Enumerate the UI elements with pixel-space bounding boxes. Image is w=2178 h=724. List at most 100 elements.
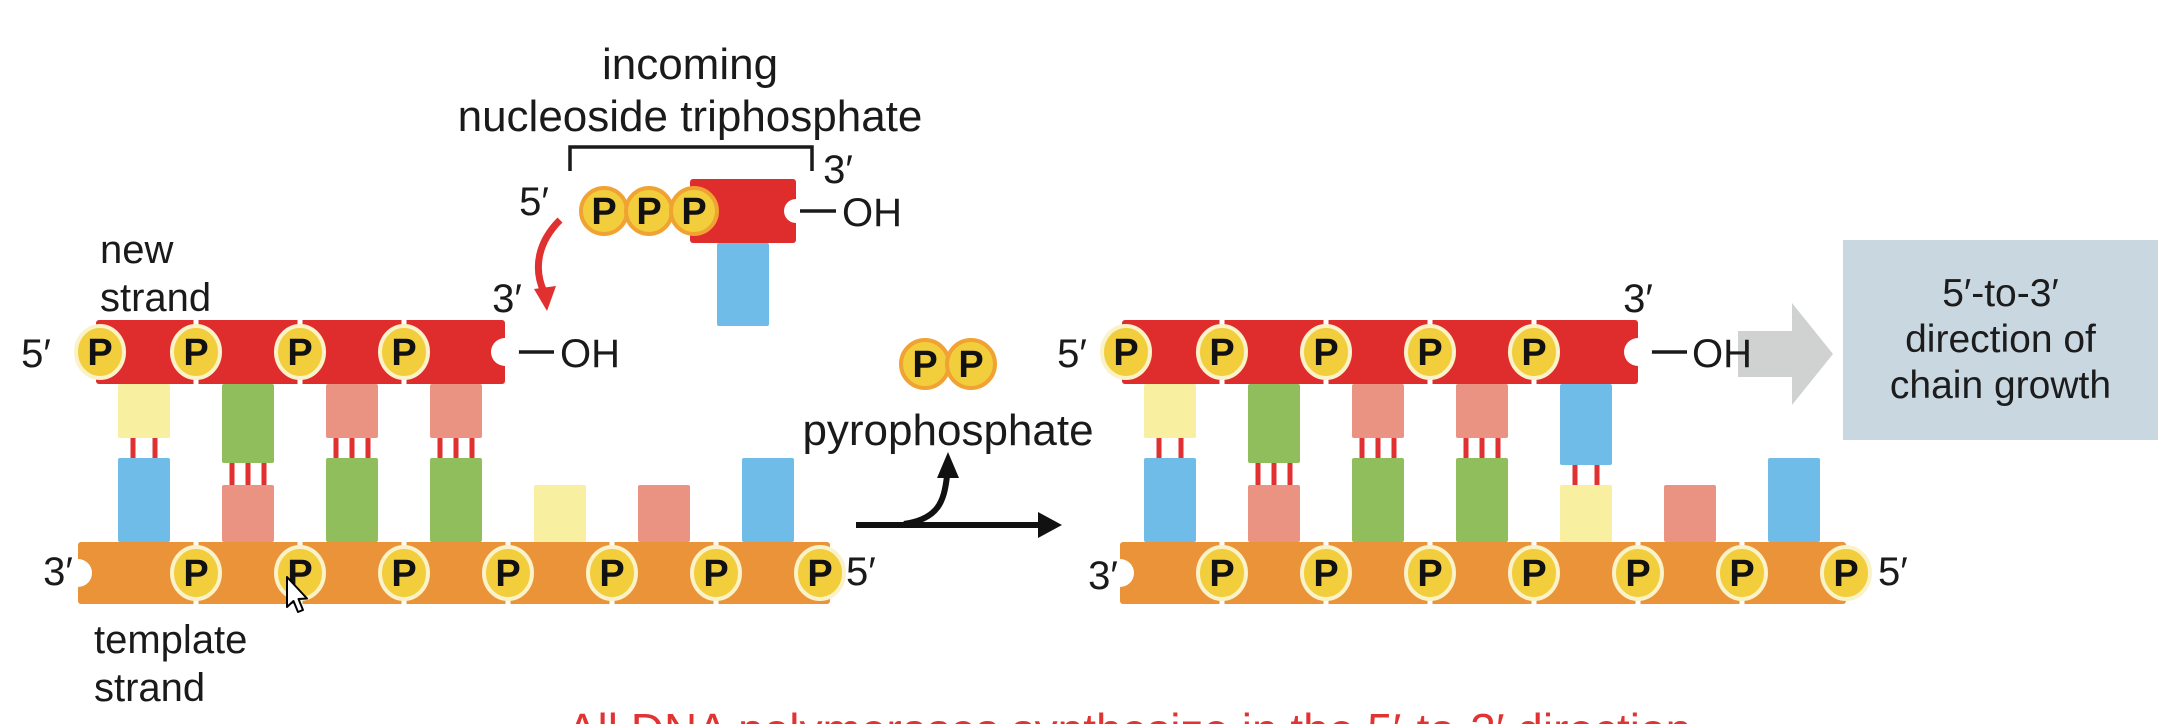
base-blue	[1768, 458, 1820, 542]
incoming-base-blue	[717, 243, 769, 326]
base-salmon	[1456, 384, 1508, 438]
incoming-phosphate-letter: P	[591, 191, 616, 233]
right-diagram	[1144, 350, 1820, 542]
left-new-strand-five-prime-label: 5′	[21, 332, 51, 376]
right-diagram-new-strand-phosphate-letter: P	[1521, 332, 1546, 374]
pyrophosphate-label: pyrophosphate	[802, 406, 1094, 455]
right-diagram-new-strand-phosphate-icon	[1404, 324, 1456, 380]
right-diagram-new-strand-phosphate-letter: P	[1113, 332, 1138, 374]
gray-direction-arrow	[1738, 303, 1833, 405]
incoming-phosphate-letter: P	[636, 191, 661, 233]
base-salmon	[1664, 485, 1716, 542]
base-blue	[1144, 458, 1196, 542]
left-diagram-template-strand-end-notch	[64, 559, 92, 587]
base-yellow	[1560, 485, 1612, 542]
pyrophosphate-phosphate-letter: P	[912, 344, 937, 386]
left-diagram-new-strand-phosphate-icon	[378, 324, 430, 380]
incoming-phosphate-letter: P	[681, 191, 706, 233]
base-yellow	[118, 384, 170, 438]
incoming-oh-label: OH	[842, 191, 902, 235]
direction-callout-box: 5′-to-3′ direction of chain growth	[1843, 240, 2158, 440]
pyrophosphate-phosphate-letter: P	[958, 344, 983, 386]
left-diagram-new-strand-phosphate-icon	[170, 324, 222, 380]
mouse-cursor-icon	[286, 576, 308, 613]
right-diagram-template-strand-phosphate-icon	[1612, 545, 1664, 601]
incoming-end-notch	[784, 199, 808, 223]
left-new-strand-three-prime-label: 3′	[492, 277, 522, 321]
left-diagram-new-strand-phosphate-letter: P	[87, 332, 112, 374]
base-green	[222, 384, 274, 463]
template-strand-label-line2: strand	[94, 666, 206, 710]
new-strand-label-line2: strand	[100, 276, 212, 320]
base-salmon	[638, 485, 690, 542]
left-diagram-template-strand-body	[78, 542, 830, 604]
base-salmon	[1352, 384, 1404, 438]
template-strand-label-line1: template	[94, 618, 248, 662]
left-diagram-new-strand-end-notch	[491, 338, 519, 366]
left-diagram-template-strand-phosphate-icon	[378, 545, 430, 601]
base-green	[1456, 458, 1508, 542]
base-yellow	[534, 485, 586, 542]
right-diagram-template-strand-phosphate-letter: P	[1625, 553, 1650, 595]
right-diagram-template-strand-phosphate-letter: P	[1209, 553, 1234, 595]
base-blue	[118, 458, 170, 542]
triphosphate-bracket	[568, 145, 814, 171]
red-transfer-arrow	[534, 217, 563, 294]
base-salmon	[222, 485, 274, 542]
right-diagram-new-strand-phosphate-icon	[1196, 324, 1248, 380]
right-diagram-new-strand-phosphate-icon	[1508, 324, 1560, 380]
base-green	[326, 458, 378, 542]
incoming-three-prime-label: 3′	[823, 148, 853, 192]
base-blue	[742, 458, 794, 542]
right-diagram-template-strand-phosphate-letter: P	[1521, 553, 1546, 595]
base-salmon	[430, 384, 482, 438]
incoming-five-prime-label: 5′	[519, 180, 549, 224]
incoming-sugar-block	[690, 179, 796, 243]
left-diagram-new-strand-phosphate-icon	[74, 324, 126, 380]
left-template-three-prime-label: 3′	[43, 550, 73, 594]
left-new-strand-oh-label: OH	[560, 332, 620, 376]
right-diagram-template-strand-phosphate-letter: P	[1729, 553, 1754, 595]
right-diagram-new-strand-phosphate-icon	[1300, 324, 1352, 380]
new-strand-label: new strand	[100, 226, 211, 322]
right-diagram-template-strand-end-notch	[1106, 559, 1134, 587]
left-diagram-new-strand-phosphate-letter: P	[183, 332, 208, 374]
base-green	[1352, 458, 1404, 542]
base-yellow	[1144, 384, 1196, 438]
left-diagram-template-strand-phosphate-letter: P	[183, 553, 208, 595]
right-diagram-template-strand-phosphate-icon	[1820, 545, 1872, 601]
callout-line3: chain growth	[1889, 364, 2112, 407]
left-diagram-template-strand-phosphate-icon	[794, 545, 846, 601]
base-blue	[1560, 384, 1612, 465]
right-diagram-template-strand-phosphate-icon	[1300, 545, 1352, 601]
base-green	[430, 458, 482, 542]
new-strand-label-line1: new	[100, 228, 174, 272]
pyrophosphate-phosphate-icon	[945, 338, 997, 390]
right-diagram-new-strand-body	[1122, 320, 1638, 384]
pyrophosphate-branch-arrowhead	[937, 452, 959, 478]
right-template-five-prime-label: 5′	[1878, 550, 1908, 594]
right-diagram-new-strand-end-notch	[1624, 338, 1652, 366]
right-diagram-template-strand-phosphate-letter: P	[1833, 553, 1858, 595]
left-diagram-new-strand-phosphate-icon	[274, 324, 326, 380]
left-diagram	[118, 350, 794, 542]
red-transfer-arrowhead	[534, 286, 556, 311]
right-diagram-new-strand-phosphate-icon	[1100, 324, 1152, 380]
template-strand-label: template strand	[94, 616, 247, 712]
right-diagram-template-strand-phosphate-icon	[1716, 545, 1768, 601]
left-diagram-template-strand-phosphate-icon	[690, 545, 742, 601]
base-salmon	[1248, 485, 1300, 542]
figure-caption: All DNA polymerases synthesize in the 5′…	[0, 705, 2178, 724]
right-diagram-new-strand-phosphate-letter: P	[1417, 332, 1442, 374]
incoming-label-line2: nucleoside triphosphate	[457, 92, 923, 141]
right-new-strand-three-prime-label: 3′	[1623, 277, 1653, 321]
left-diagram-template-strand-phosphate-letter: P	[391, 553, 416, 595]
